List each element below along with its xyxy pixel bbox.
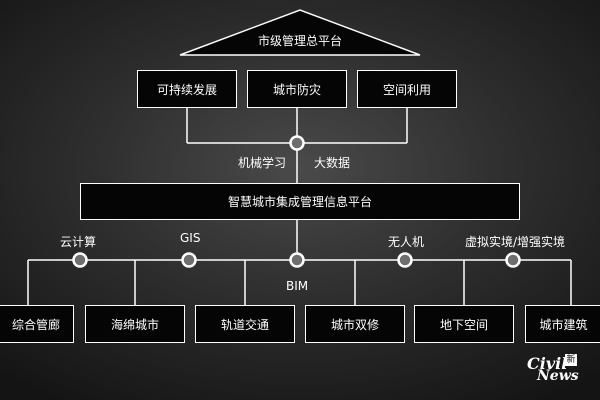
node-sustainable-development: 可持续发展 (137, 70, 237, 108)
label-drone: 无人机 (388, 235, 425, 249)
label-bim: BIM (286, 279, 309, 293)
node-sponge-city: 海绵城市 (85, 305, 185, 343)
label-cloud-computing: 云计算 (60, 235, 97, 249)
roof-shape (179, 9, 421, 56)
node-space-utilization: 空间利用 (357, 70, 457, 108)
node-disaster-prevention: 城市防灾 (247, 70, 347, 108)
label-gis: GIS (180, 231, 201, 245)
hub-dot-upper (289, 135, 305, 151)
label-big-data: 大数据 (314, 156, 351, 170)
dot-drone (397, 252, 413, 268)
civil-news-logo: Civil 新 News (527, 352, 587, 392)
dot-bim (289, 252, 305, 268)
logo-news-text: News (537, 368, 579, 384)
label-vr-ar: 虚拟实境/增强实境 (465, 235, 566, 249)
logo-civil-text: Civil (527, 354, 568, 373)
logo-mark: 新 (565, 354, 577, 366)
label-machine-learning: 机械学习 (238, 156, 287, 170)
node-smart-city-platform: 智慧城市集成管理信息平台 (80, 183, 520, 220)
node-utility-tunnel: 综合管廊 (0, 305, 74, 343)
dot-gis (181, 252, 197, 268)
dot-vr (505, 252, 521, 268)
dot-cloud (72, 252, 88, 268)
top-platform-title: 市级管理总平台 (257, 34, 342, 48)
node-underground-space: 地下空间 (414, 305, 514, 343)
node-city-renovation: 城市双修 (305, 305, 405, 343)
node-rail-transit: 轨道交通 (195, 305, 295, 343)
node-urban-buildings: 城市建筑 (525, 305, 600, 343)
